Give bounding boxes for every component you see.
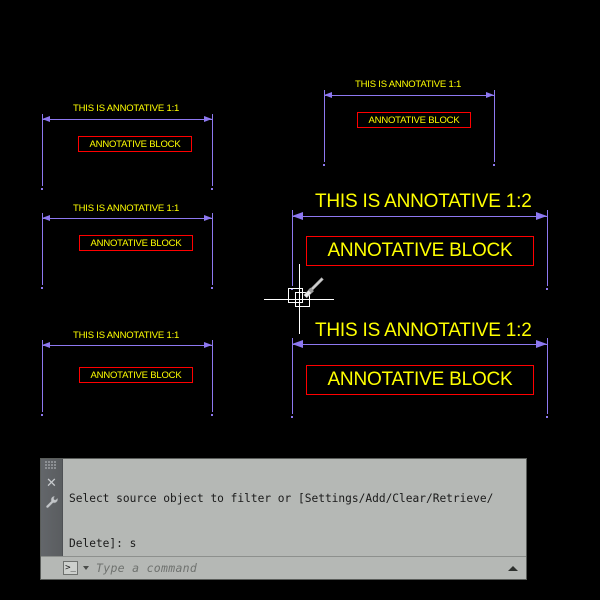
command-window-body: ✕ Select source object to filter or [Set… [41, 459, 526, 556]
chevron-down-icon[interactable] [83, 566, 89, 570]
arrowhead-left-icon [292, 212, 303, 220]
chevron-up-icon[interactable] [508, 565, 518, 571]
grip-point[interactable] [41, 188, 43, 190]
dimension-text: THIS IS ANNOTATIVE 1:1 [355, 79, 462, 90]
dimension-line [292, 216, 547, 217]
grip-point[interactable] [41, 414, 43, 416]
command-history: Select source object to filter or [Setti… [63, 459, 526, 556]
arrowhead-right-icon [486, 92, 494, 98]
close-icon[interactable]: ✕ [46, 475, 57, 490]
dimension-line [42, 345, 212, 346]
arrowhead-right-icon [204, 215, 212, 221]
extension-line-right [494, 90, 495, 162]
grip-point[interactable] [323, 164, 325, 166]
command-prompt-icon[interactable]: >_ [63, 561, 78, 575]
extension-line-left [292, 338, 293, 414]
dimension-line [292, 344, 547, 345]
pickbox-secondary [295, 292, 310, 307]
dimension-text: THIS IS ANNOTATIVE 1:2 [315, 191, 532, 212]
extension-line-right [212, 213, 213, 285]
extension-line-right [212, 114, 213, 186]
extension-line-left [42, 340, 43, 412]
extension-line-right [212, 340, 213, 412]
drag-handle-grip-icon[interactable] [45, 461, 58, 470]
command-window[interactable]: ✕ Select source object to filter or [Set… [40, 458, 527, 580]
grip-point[interactable] [546, 288, 548, 290]
grip-point[interactable] [211, 414, 213, 416]
command-input[interactable]: Type a command [96, 561, 198, 575]
arrowhead-left-icon [324, 92, 332, 98]
command-window-gutter[interactable]: ✕ [41, 459, 63, 556]
annotative-block[interactable]: ANNOTATIVE BLOCK [78, 136, 192, 152]
arrowhead-left-icon [42, 116, 50, 122]
extension-line-left [42, 213, 43, 285]
extension-line-left [292, 210, 293, 286]
grip-point[interactable] [493, 164, 495, 166]
annotative-block[interactable]: ANNOTATIVE BLOCK [79, 367, 193, 383]
dimension-text: THIS IS ANNOTATIVE 1:1 [73, 330, 180, 341]
dimension-text: THIS IS ANNOTATIVE 1:1 [73, 103, 180, 114]
arrowhead-left-icon [42, 215, 50, 221]
command-history-line: Select source object to filter or [Setti… [69, 492, 494, 505]
grip-point[interactable] [211, 287, 213, 289]
annotative-block[interactable]: ANNOTATIVE BLOCK [79, 235, 193, 251]
customize-wrench-icon[interactable] [42, 492, 61, 511]
extension-line-left [42, 114, 43, 186]
extension-line-left [324, 90, 325, 162]
arrowhead-left-icon [42, 342, 50, 348]
arrowhead-right-icon [204, 116, 212, 122]
annotative-block[interactable]: ANNOTATIVE BLOCK [357, 112, 471, 128]
dimension-text: THIS IS ANNOTATIVE 1:1 [73, 203, 180, 214]
grip-point[interactable] [546, 416, 548, 418]
dimension-line [42, 119, 212, 120]
grip-point[interactable] [291, 288, 293, 290]
crosshair-vertical [299, 264, 300, 334]
grip-point[interactable] [211, 188, 213, 190]
annotative-block[interactable]: ANNOTATIVE BLOCK [306, 365, 534, 395]
arrowhead-right-icon [204, 342, 212, 348]
command-input-row[interactable]: >_ Type a command [41, 556, 526, 579]
dimension-line [324, 95, 494, 96]
annotative-block[interactable]: ANNOTATIVE BLOCK [306, 236, 534, 266]
dimension-text: THIS IS ANNOTATIVE 1:2 [315, 320, 532, 341]
arrowhead-right-icon [536, 340, 547, 348]
extension-line-right [547, 210, 548, 286]
grip-point[interactable] [41, 287, 43, 289]
grip-point[interactable] [291, 416, 293, 418]
extension-line-right [547, 338, 548, 414]
arrowhead-right-icon [536, 212, 547, 220]
command-history-line: Delete]: s [69, 537, 137, 550]
match-properties-brush-icon [299, 272, 330, 303]
dimension-line [42, 218, 212, 219]
arrowhead-left-icon [292, 340, 303, 348]
